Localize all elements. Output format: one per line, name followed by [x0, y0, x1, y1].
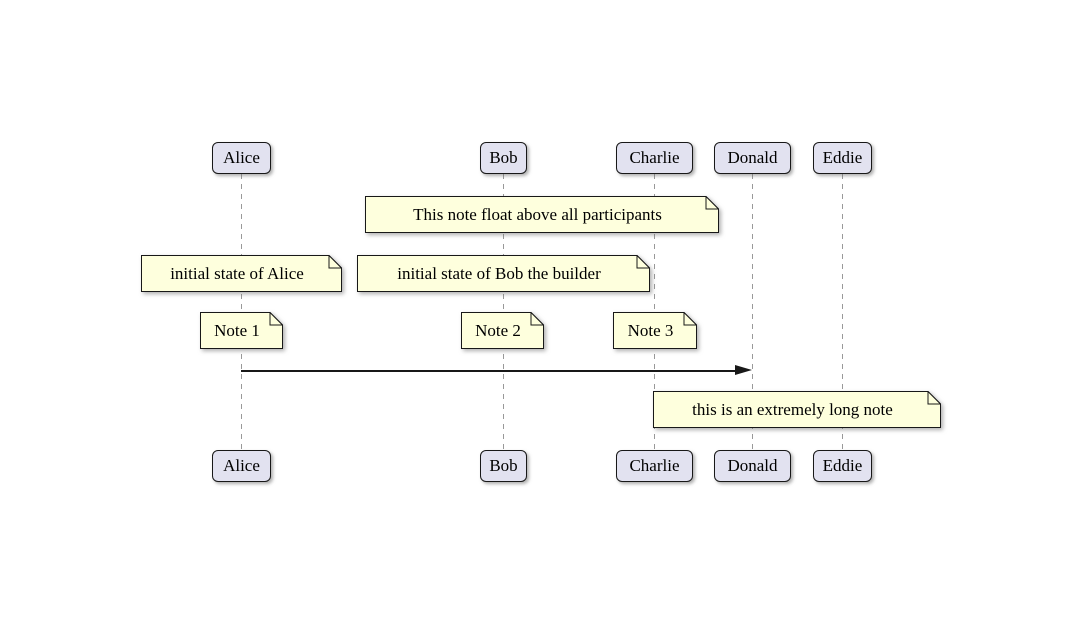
participant-bob-bottom: Bob	[480, 450, 527, 482]
participant-donald-top: Donald	[714, 142, 791, 174]
note-2: Note 2	[461, 312, 544, 349]
note-text: This note float above all participants	[413, 204, 662, 224]
message-line	[241, 370, 738, 372]
participant-label: Bob	[489, 456, 518, 475]
participant-alice-top: Alice	[212, 142, 271, 174]
note-1: Note 1	[200, 312, 283, 349]
participant-donald-bottom: Donald	[714, 450, 791, 482]
participant-eddie-bottom: Eddie	[813, 450, 872, 482]
participant-label: Donald	[727, 148, 778, 167]
participant-alice-bottom: Alice	[212, 450, 271, 482]
note-text: Note 2	[475, 320, 521, 340]
note-text: initial state of Alice	[170, 263, 304, 283]
note-long: this is an extremely long note	[653, 391, 941, 428]
note-3: Note 3	[613, 312, 697, 349]
participant-label: Bob	[489, 148, 518, 167]
note-floating: This note float above all participants	[365, 196, 719, 233]
note-text: Note 3	[627, 320, 674, 340]
participant-bob-top: Bob	[480, 142, 527, 174]
participant-label: Alice	[223, 148, 260, 167]
participant-label: Charlie	[629, 148, 680, 167]
note-text: this is an extremely long note	[692, 399, 893, 419]
lifeline-eddie	[842, 174, 843, 450]
note-text: Note 1	[214, 320, 260, 340]
note-text: initial state of Bob the builder	[397, 263, 601, 283]
arrowhead-icon	[735, 365, 752, 375]
participant-charlie-top: Charlie	[616, 142, 693, 174]
participant-label: Donald	[727, 456, 778, 475]
participant-eddie-top: Eddie	[813, 142, 872, 174]
participant-label: Alice	[223, 456, 260, 475]
participant-label: Eddie	[822, 456, 863, 475]
participant-label: Charlie	[629, 456, 680, 475]
lifeline-donald	[752, 174, 753, 450]
participant-label: Eddie	[822, 148, 863, 167]
note-initial-alice: initial state of Alice	[141, 255, 342, 292]
participant-charlie-bottom: Charlie	[616, 450, 693, 482]
note-initial-bob: initial state of Bob the builder	[357, 255, 650, 292]
